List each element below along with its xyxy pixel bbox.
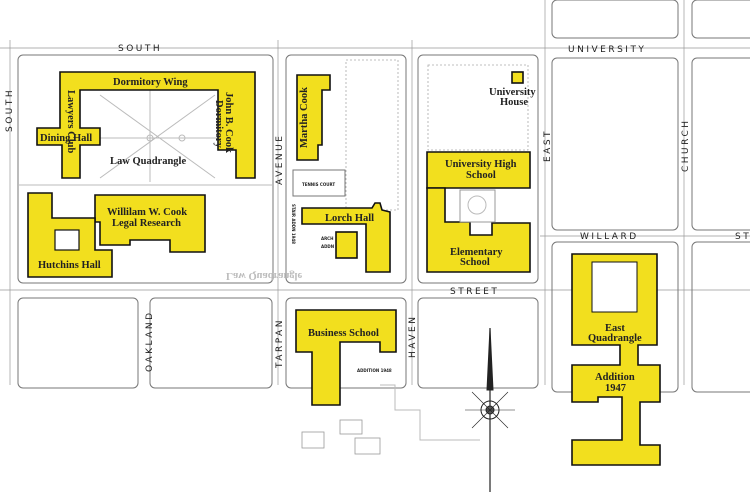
courtyard-fountain xyxy=(467,195,487,215)
label-john-b-cook-dormitory: Dormitory xyxy=(213,100,224,149)
street-label-tarpan: TARPAN xyxy=(275,318,285,369)
label-east-quad-1: East xyxy=(605,323,625,334)
law-quadrangle-buildings xyxy=(27,71,256,278)
university-house[interactable] xyxy=(511,71,524,84)
martha-cook-building[interactable] xyxy=(296,74,331,161)
label-business-school: Business School xyxy=(308,328,379,339)
tennis-court xyxy=(292,169,346,197)
law-quad-walks xyxy=(18,90,273,186)
street-label-haven: HAVEN xyxy=(408,315,418,358)
lorch-hall[interactable] xyxy=(301,202,391,273)
label-hutchins-hall: Hutchins Hall xyxy=(38,260,101,271)
label-martha-cook: Martha Cook xyxy=(299,87,310,148)
label-cook-legal-1: Willilam W. Cook xyxy=(107,207,187,218)
street-label-oakland: OAKLAND xyxy=(145,310,155,372)
label-lawyers-club: Lawyers Club xyxy=(65,90,76,153)
label-law-quadrangle-faded: Law Quadrangle xyxy=(226,270,302,281)
street-label-east: EAST xyxy=(543,129,553,162)
label-university-house-1: University xyxy=(489,87,536,98)
compass-rose-icon xyxy=(465,327,515,492)
label-addition-1947-1: Addition xyxy=(595,372,635,383)
university-high-school[interactable] xyxy=(426,151,531,189)
label-stair-addn: STAIR ADDN 1948 xyxy=(291,204,296,244)
street-label-st: ST xyxy=(735,232,750,242)
street-label-street: STREET xyxy=(450,287,499,297)
elementary-school[interactable] xyxy=(426,187,531,273)
label-east-quad-2: Quadrangle xyxy=(588,333,642,344)
street-label-south-vertical: SOUTH xyxy=(5,88,15,132)
outlying-buildings xyxy=(301,384,480,455)
hutchins-courtyard xyxy=(54,229,80,251)
label-lorch-hall: Lorch Hall xyxy=(325,213,374,224)
label-university-house-2: House xyxy=(500,97,528,108)
label-law-quadrangle: Law Quadrangle xyxy=(110,156,186,167)
street-label-willard: WILLARD xyxy=(580,232,639,242)
label-elementary: Elementary xyxy=(450,247,503,258)
label-cook-legal-2: Legal Research xyxy=(112,218,181,229)
label-arch: ARCH xyxy=(321,236,333,241)
label-john-b-cook: John B. Cook xyxy=(223,92,234,153)
label-dormitory-wing: Dormitory Wing xyxy=(113,77,188,88)
dormitory-wing[interactable] xyxy=(36,71,256,179)
label-university-high-school: School xyxy=(466,170,496,181)
label-tennis-court: TENNIS COURT xyxy=(302,182,335,187)
label-addn: ADDN xyxy=(321,244,334,249)
business-school[interactable] xyxy=(295,309,397,406)
street-label-university: UNIVERSITY xyxy=(568,45,646,55)
street-label-south: SOUTH xyxy=(118,44,162,54)
label-elementary-school: School xyxy=(460,257,490,268)
label-university-high: University High xyxy=(445,159,517,170)
label-dining-hall: Dining Hall xyxy=(40,133,92,144)
label-addition-1948: ADDITION 1948 xyxy=(357,368,392,373)
east-quad-courtyard xyxy=(591,261,638,313)
uhs-courtyard xyxy=(459,189,496,223)
street-label-church: CHURCH xyxy=(681,119,691,173)
street-label-avenue: AVENUE xyxy=(275,134,285,185)
city-blocks xyxy=(17,0,750,393)
label-addition-1947-2: 1947 xyxy=(605,383,626,394)
william-w-cook-legal-research[interactable] xyxy=(94,194,206,253)
arch-addn[interactable] xyxy=(335,231,358,259)
